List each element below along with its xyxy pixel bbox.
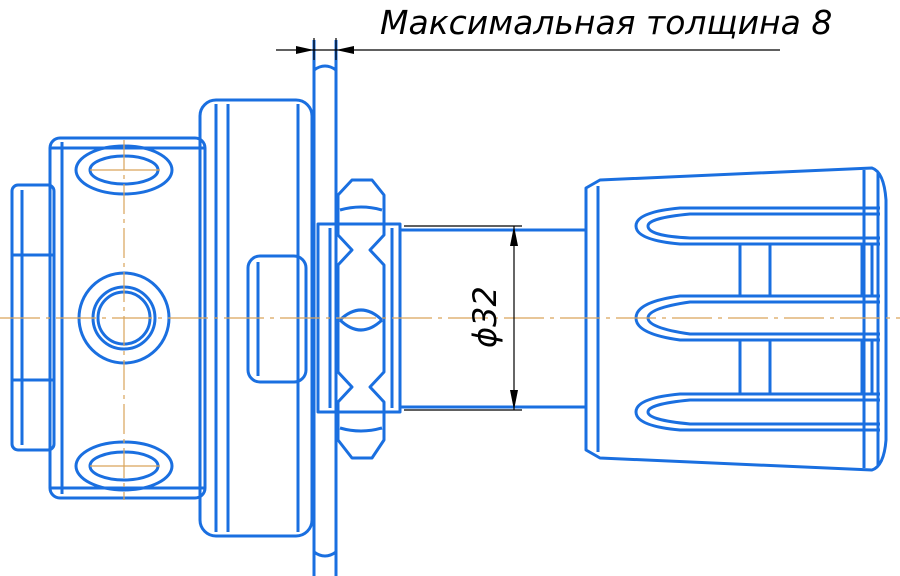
- diameter-dimension: [404, 225, 522, 411]
- centerlines: [0, 140, 900, 500]
- knob-flute-top: [634, 206, 880, 246]
- adjusting-knob: [584, 166, 888, 472]
- dimensions: [276, 38, 780, 411]
- max-thickness-label: Максимальная толщина 8: [380, 3, 832, 42]
- part-outline: [10, 40, 888, 576]
- mounting-panel: [312, 40, 338, 576]
- diameter-label: ϕ32: [466, 286, 504, 348]
- hex-locknut: [336, 178, 386, 460]
- knob-flute-bottom: [634, 392, 880, 432]
- thickness-dimension: [276, 38, 780, 60]
